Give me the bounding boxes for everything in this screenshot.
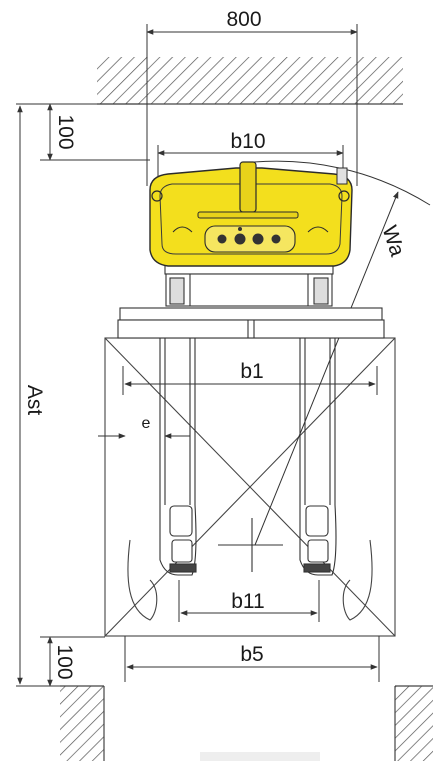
tiller [239, 161, 257, 213]
truck-body [149, 161, 353, 267]
dim-800 [146, 24, 358, 186]
control-panel [204, 225, 296, 253]
top-wall [97, 57, 403, 104]
label-b11: b11 [231, 590, 264, 613]
center-mark [218, 518, 283, 572]
bottom-shade [200, 752, 320, 761]
walls [60, 57, 433, 761]
dim-100-bottom [40, 636, 105, 687]
fork-left [159, 338, 197, 576]
label-e: e [142, 415, 151, 432]
label-ast: Ast [23, 385, 46, 416]
label-100-bottom: 100 [53, 644, 76, 679]
label-100-top: 100 [54, 114, 77, 149]
label-800: 800 [226, 8, 261, 31]
dim-b11 [178, 580, 320, 622]
dim-b1 [122, 366, 378, 395]
label-b10: b10 [230, 130, 265, 153]
label-b5: b5 [240, 643, 263, 666]
bottom-right-wall [395, 686, 433, 761]
label-b1: b1 [240, 360, 263, 383]
bottom-left-wall [60, 686, 104, 761]
dim-100-top [40, 103, 150, 161]
fork-right [299, 338, 337, 576]
dim-b5 [124, 636, 380, 682]
label-wa: Wa [377, 223, 408, 260]
fork-carriage [117, 307, 385, 339]
